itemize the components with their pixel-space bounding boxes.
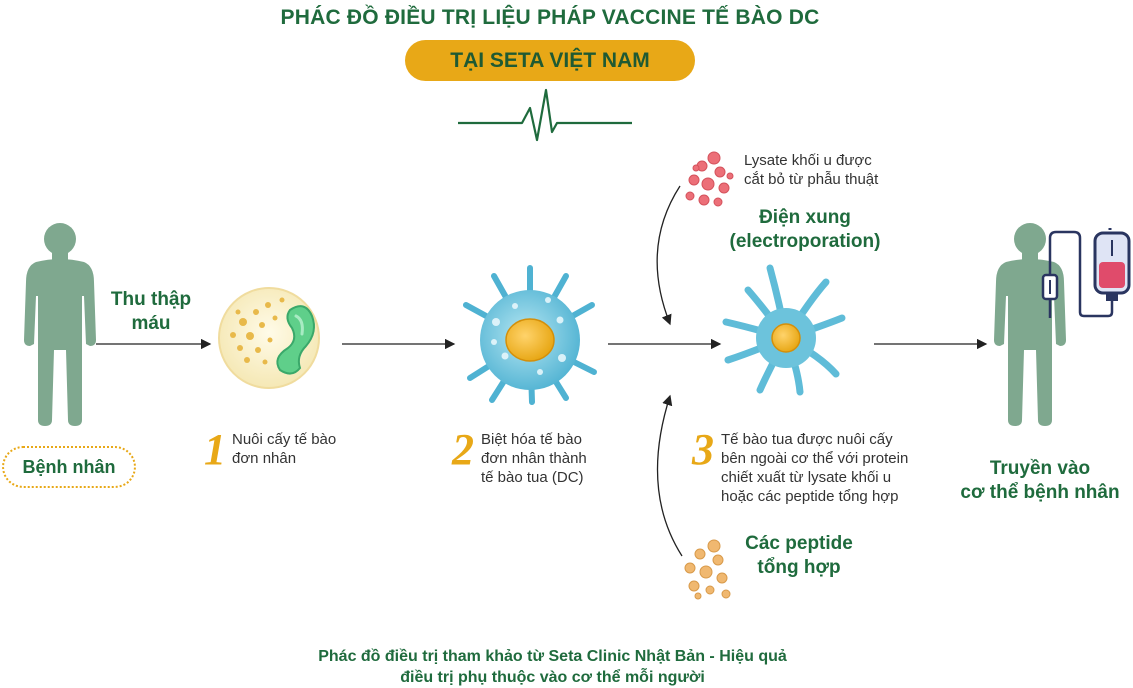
tumor-lysate-icon: [685, 151, 734, 207]
step-1-number: 1: [204, 425, 226, 474]
mature-dendritic-cell-icon: [722, 264, 846, 396]
iv-bag-icon: [1041, 228, 1131, 318]
page-title: PHÁC ĐỒ ĐIỀU TRỊ LIỆU PHÁP VACCINE TẾ BÀ…: [280, 6, 820, 29]
dendritic-precursor-cell-icon: [463, 265, 597, 405]
arrow-peptide: [656, 394, 683, 557]
patient-label: Bệnh nhân: [2, 446, 136, 488]
step-2-description: Biệt hóa tế bào đơn nhân thành tế bào tu…: [481, 431, 587, 486]
peptide-label: Các peptide tổng hợp: [745, 533, 853, 578]
electroporation-label: Điện xung (electroporation): [729, 207, 881, 252]
peptide-cluster-icon: [684, 539, 731, 600]
step-2-number: 2: [452, 425, 474, 474]
step-3-number: 3: [692, 425, 714, 474]
step-1-description: Nuôi cấy tế bào đơn nhân: [232, 431, 337, 467]
collect-blood-label: Thu thập máu: [110, 289, 192, 334]
patient-figure-icon: [24, 223, 96, 426]
infusion-label: Truyền vào cơ thể bệnh nhân: [960, 458, 1120, 503]
lysate-label: Lysate khối u được cắt bỏ từ phẫu thuật: [744, 152, 879, 188]
step-3-description: Tế bào tua được nuôi cấy bên ngoài cơ th…: [721, 431, 909, 505]
footer-note: Phác đồ điều trị tham khảo từ Seta Clini…: [318, 648, 787, 686]
recipient-figure-icon: [994, 223, 1066, 426]
mononuclear-cell-icon: [218, 287, 320, 389]
arrow-lysate: [656, 185, 681, 326]
heartbeat-icon: [458, 88, 632, 142]
subtitle-pill: TẠI SETA VIỆT NAM: [405, 40, 695, 81]
